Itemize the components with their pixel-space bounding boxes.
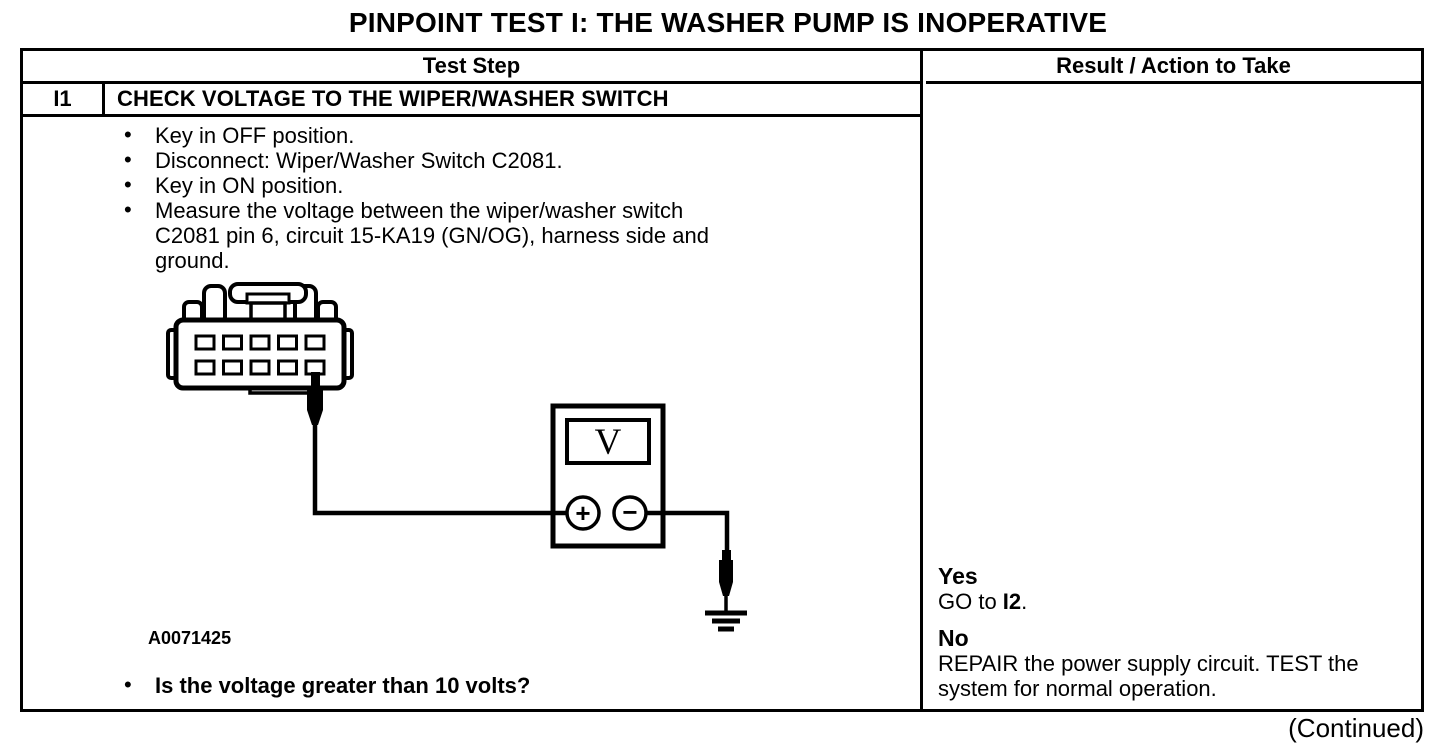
action-text: GO to [938, 589, 1003, 614]
result-block: Yes GO to I2. No REPAIR the power supply… [938, 563, 1418, 701]
ground-symbol-icon [705, 610, 747, 632]
step-body-cell: Key in OFF position. Disconnect: Wiper/W… [23, 117, 920, 709]
result-action-no: REPAIR the power supply circuit. TEST th… [938, 651, 1370, 701]
action-text: REPAIR the power supply circuit. TEST th… [938, 651, 1359, 701]
column-header-test-step: Test Step [23, 51, 920, 84]
instruction-item: Key in ON position. [122, 172, 747, 198]
action-text: . [1021, 589, 1028, 614]
connector-icon [166, 282, 354, 395]
instruction-item: Disconnect: Wiper/Washer Switch C2081. [122, 147, 747, 173]
negative-lead-wire [630, 510, 730, 556]
instruction-item: Measure the voltage between the wiper/wa… [122, 197, 747, 273]
result-action-yes: GO to I2. [938, 589, 1370, 614]
result-answer-no: No [938, 625, 969, 651]
instruction-list: Key in OFF position. Disconnect: Wiper/W… [122, 122, 782, 273]
test-step-column: Test Step I1 CHECK VOLTAGE TO THE WIPER/… [23, 51, 923, 709]
positive-terminal-label: + [575, 498, 590, 528]
positive-probe-icon [307, 372, 323, 425]
voltmeter-icon: V [550, 403, 666, 549]
pinpoint-test-table: Test Step I1 CHECK VOLTAGE TO THE WIPER/… [20, 48, 1424, 712]
step-title: CHECK VOLTAGE TO THE WIPER/WASHER SWITCH [117, 86, 669, 111]
positive-lead-wire [312, 424, 583, 516]
voltmeter-terminals: + − [565, 495, 648, 531]
result-column: Result / Action to Take Yes GO to I2. No… [926, 51, 1421, 709]
result-cell: Yes GO to I2. No REPAIR the power supply… [926, 84, 1421, 709]
step-header-row: I1 CHECK VOLTAGE TO THE WIPER/WASHER SWI… [23, 84, 920, 117]
page-title: PINPOINT TEST I: THE WASHER PUMP IS INOP… [348, 7, 1108, 38]
step-id-cell: I1 [23, 84, 105, 114]
go-target-step: I2 [1002, 589, 1022, 614]
wiring-diagram: V + − [166, 282, 747, 632]
instruction-item: Key in OFF position. [122, 122, 747, 148]
figure-id-label: A0071425 [148, 628, 232, 648]
negative-terminal-label: − [622, 497, 637, 527]
result-answer-yes: Yes [938, 563, 978, 589]
column-header-result: Result / Action to Take [926, 51, 1421, 84]
voltmeter-display-label: V [595, 422, 622, 463]
continued-note: (Continued) [1288, 713, 1424, 743]
step-question: Is the voltage greater than 10 volts? [122, 672, 530, 699]
ground-probe-icon [719, 550, 733, 612]
